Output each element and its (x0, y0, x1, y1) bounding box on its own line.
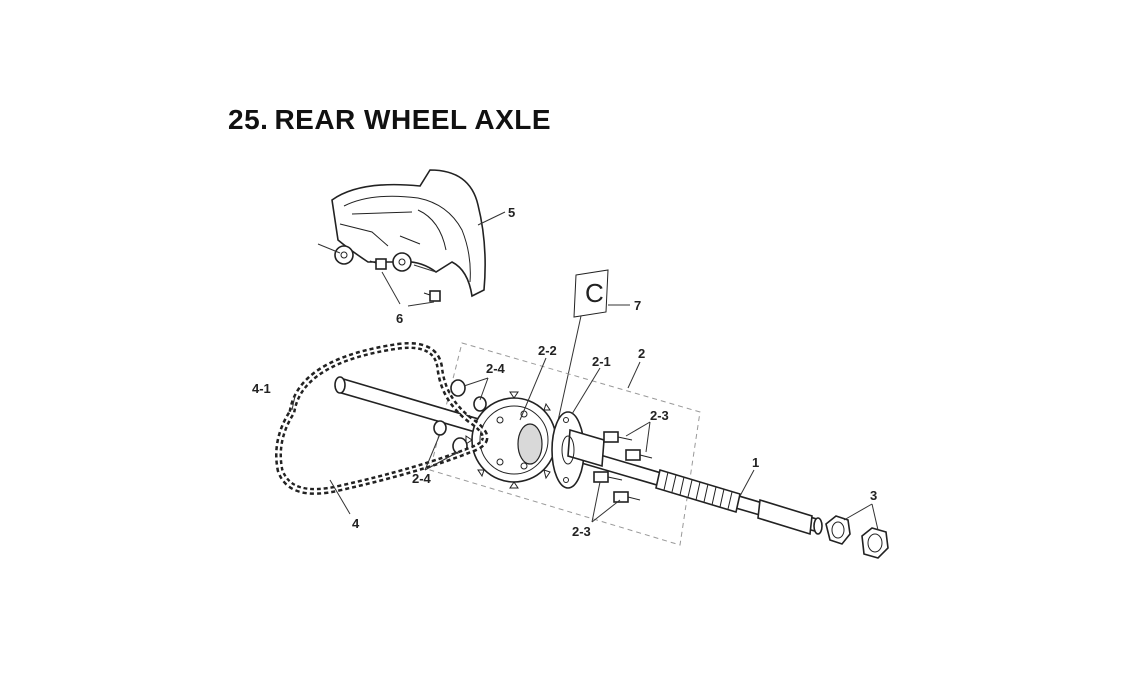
callout-6: 6 (396, 311, 403, 326)
callout-1: 1 (752, 455, 759, 470)
callout-2-1: 2-1 (592, 354, 611, 369)
callout-5: 5 (508, 205, 515, 220)
callout-4: 4 (352, 516, 360, 531)
callout-2: 2 (638, 346, 645, 361)
page-title: 25.REAR WHEEL AXLE (228, 104, 551, 136)
lock-nuts (825, 515, 889, 559)
drive-chain (275, 342, 489, 495)
circlip-glyph: C (585, 278, 604, 308)
callout-7: 7 (634, 298, 641, 313)
callout-2-3-top: 2-3 (650, 408, 669, 423)
hub-flange (551, 411, 605, 489)
section-number: 25. (228, 104, 269, 135)
section-title: REAR WHEEL AXLE (274, 104, 552, 135)
circlip: C (555, 269, 630, 431)
callout-2-4-bottom: 2-4 (412, 471, 432, 486)
sprocket (465, 391, 563, 489)
chain-guard (317, 169, 486, 298)
callout-4-1: 4-1 (252, 381, 271, 396)
callout-2-4-top: 2-4 (486, 361, 506, 376)
guard-bolts (369, 258, 441, 307)
callout-2-2: 2-2 (538, 343, 557, 358)
callout-3: 3 (870, 488, 877, 503)
hub-bolts (593, 431, 653, 503)
leader-lines (291, 211, 879, 531)
callout-2-3-bottom: 2-3 (572, 524, 591, 539)
